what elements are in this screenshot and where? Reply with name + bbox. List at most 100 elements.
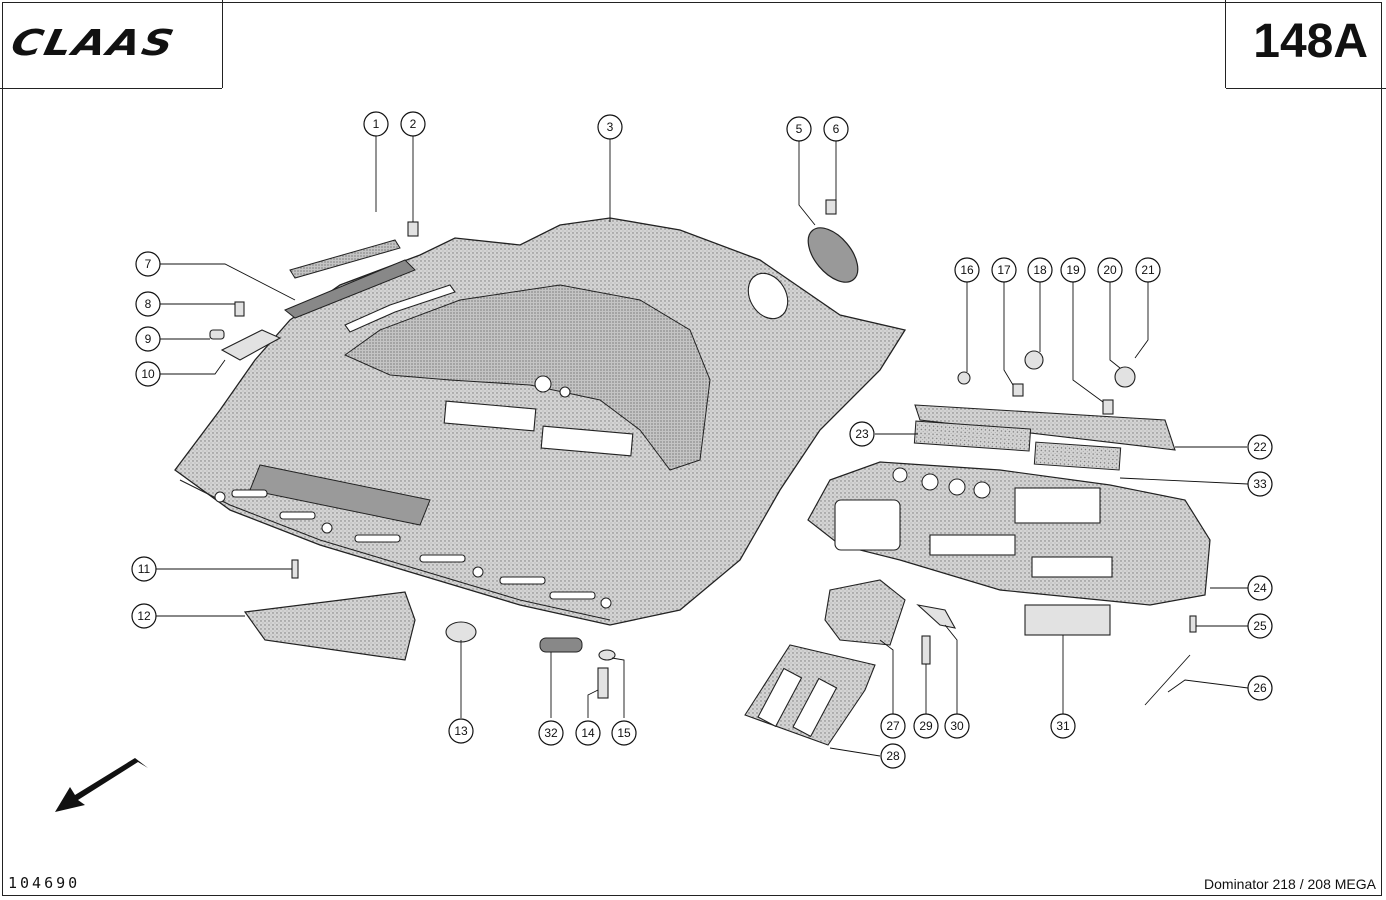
strip-part-1 xyxy=(289,239,401,279)
svg-text:6: 6 xyxy=(833,122,840,136)
callout-24: 24 xyxy=(1247,575,1273,601)
svg-text:25: 25 xyxy=(1253,619,1267,633)
svg-text:18: 18 xyxy=(1033,263,1047,277)
svg-text:26: 26 xyxy=(1253,681,1267,695)
screw-part-2 xyxy=(407,221,419,237)
screw-part-25 xyxy=(1189,615,1197,633)
page-code: 148A xyxy=(1253,15,1368,68)
svg-text:32: 32 xyxy=(544,726,558,740)
callout-33: 33 xyxy=(1247,471,1273,497)
svg-text:28: 28 xyxy=(886,749,900,763)
sun-visor-part-12 xyxy=(243,591,416,661)
svg-text:14: 14 xyxy=(581,726,595,740)
svg-text:29: 29 xyxy=(919,719,933,733)
washer-part-15 xyxy=(598,649,616,661)
svg-text:16: 16 xyxy=(960,263,974,277)
header-divider-right-vertical xyxy=(1225,0,1226,88)
svg-text:20: 20 xyxy=(1103,263,1117,277)
cover-part-27 xyxy=(824,579,906,646)
callout-32: 32 xyxy=(538,720,564,746)
header-divider-right xyxy=(1226,88,1386,89)
callout-26: 26 xyxy=(1247,675,1273,701)
callout-15: 15 xyxy=(611,720,637,746)
callout-20: 20 xyxy=(1097,257,1123,283)
callout-8: 8 xyxy=(135,291,161,317)
callout-27: 27 xyxy=(880,713,906,739)
callout-leaders xyxy=(156,136,1249,757)
callout-5: 5 xyxy=(786,116,812,142)
header-divider-left-vertical xyxy=(222,0,223,88)
callout-2: 2 xyxy=(400,111,426,137)
svg-text:9: 9 xyxy=(145,332,152,346)
callout-25: 25 xyxy=(1247,613,1273,639)
svg-text:19: 19 xyxy=(1066,263,1080,277)
callout-30: 30 xyxy=(944,713,970,739)
svg-text:21: 21 xyxy=(1141,263,1155,277)
roof-liner-part xyxy=(174,217,907,626)
cable-part-26 xyxy=(1144,654,1191,706)
switch-plate-part-23 xyxy=(913,420,1032,452)
svg-text:1: 1 xyxy=(373,117,380,131)
bolt-part-14 xyxy=(597,667,609,699)
svg-text:13: 13 xyxy=(454,724,468,738)
callout-21: 21 xyxy=(1135,257,1161,283)
callout-23: 23 xyxy=(849,421,875,447)
ring-part-18 xyxy=(1024,350,1044,370)
svg-text:27: 27 xyxy=(886,719,900,733)
switch-plate-part-33 xyxy=(1033,441,1122,471)
vent-part-5 xyxy=(807,227,859,283)
callout-31: 31 xyxy=(1050,713,1076,739)
svg-text:31: 31 xyxy=(1056,719,1070,733)
svg-text:17: 17 xyxy=(997,263,1011,277)
callout-9: 9 xyxy=(135,326,161,352)
svg-text:8: 8 xyxy=(145,297,152,311)
ring-part-20 xyxy=(1114,366,1136,388)
filter-part-7 xyxy=(284,259,416,319)
svg-text:23: 23 xyxy=(855,427,869,441)
svg-text:15: 15 xyxy=(617,726,631,740)
svg-text:2: 2 xyxy=(410,117,417,131)
callout-7: 7 xyxy=(135,251,161,277)
screw-part-6 xyxy=(825,199,837,215)
svg-text:5: 5 xyxy=(796,122,803,136)
console-display-opening xyxy=(834,499,901,551)
plug-part-8 xyxy=(234,301,245,317)
clip-part-19 xyxy=(1102,399,1114,415)
spring-part-29 xyxy=(921,635,931,665)
callout-28: 28 xyxy=(880,743,906,769)
svg-text:12: 12 xyxy=(137,609,151,623)
screw-part-11 xyxy=(291,559,299,579)
callout-14: 14 xyxy=(575,720,601,746)
callout-13: 13 xyxy=(448,718,474,744)
grille-part-32 xyxy=(539,637,583,653)
lamp-part-10 xyxy=(220,329,282,361)
bulb-part-9 xyxy=(209,329,225,340)
callout-17: 17 xyxy=(991,257,1017,283)
callout-11: 11 xyxy=(131,556,157,582)
svg-text:24: 24 xyxy=(1253,581,1267,595)
callout-6: 6 xyxy=(823,116,849,142)
callout-16: 16 xyxy=(954,257,980,283)
callout-18: 18 xyxy=(1027,257,1053,283)
callout-22: 22 xyxy=(1247,434,1273,460)
svg-text:11: 11 xyxy=(138,562,151,576)
grommet-part-16 xyxy=(957,371,971,385)
model-name: Dominator 218 / 208 MEGA xyxy=(1204,876,1376,892)
svg-text:22: 22 xyxy=(1253,440,1267,454)
svg-text:30: 30 xyxy=(950,719,964,733)
callout-19: 19 xyxy=(1060,257,1086,283)
speaker-part-13 xyxy=(445,621,477,643)
bracket-part-31 xyxy=(1024,604,1111,636)
callout-10: 10 xyxy=(135,361,161,387)
callout-29: 29 xyxy=(913,713,939,739)
svg-text:33: 33 xyxy=(1253,477,1267,491)
latch-part-30 xyxy=(916,604,957,629)
clip-part-17 xyxy=(1012,383,1024,397)
callout-3: 3 xyxy=(597,114,623,140)
drawing-number: 104690 xyxy=(8,874,81,892)
direction-arrow-icon xyxy=(55,758,148,812)
callout-1: 1 xyxy=(363,111,389,137)
